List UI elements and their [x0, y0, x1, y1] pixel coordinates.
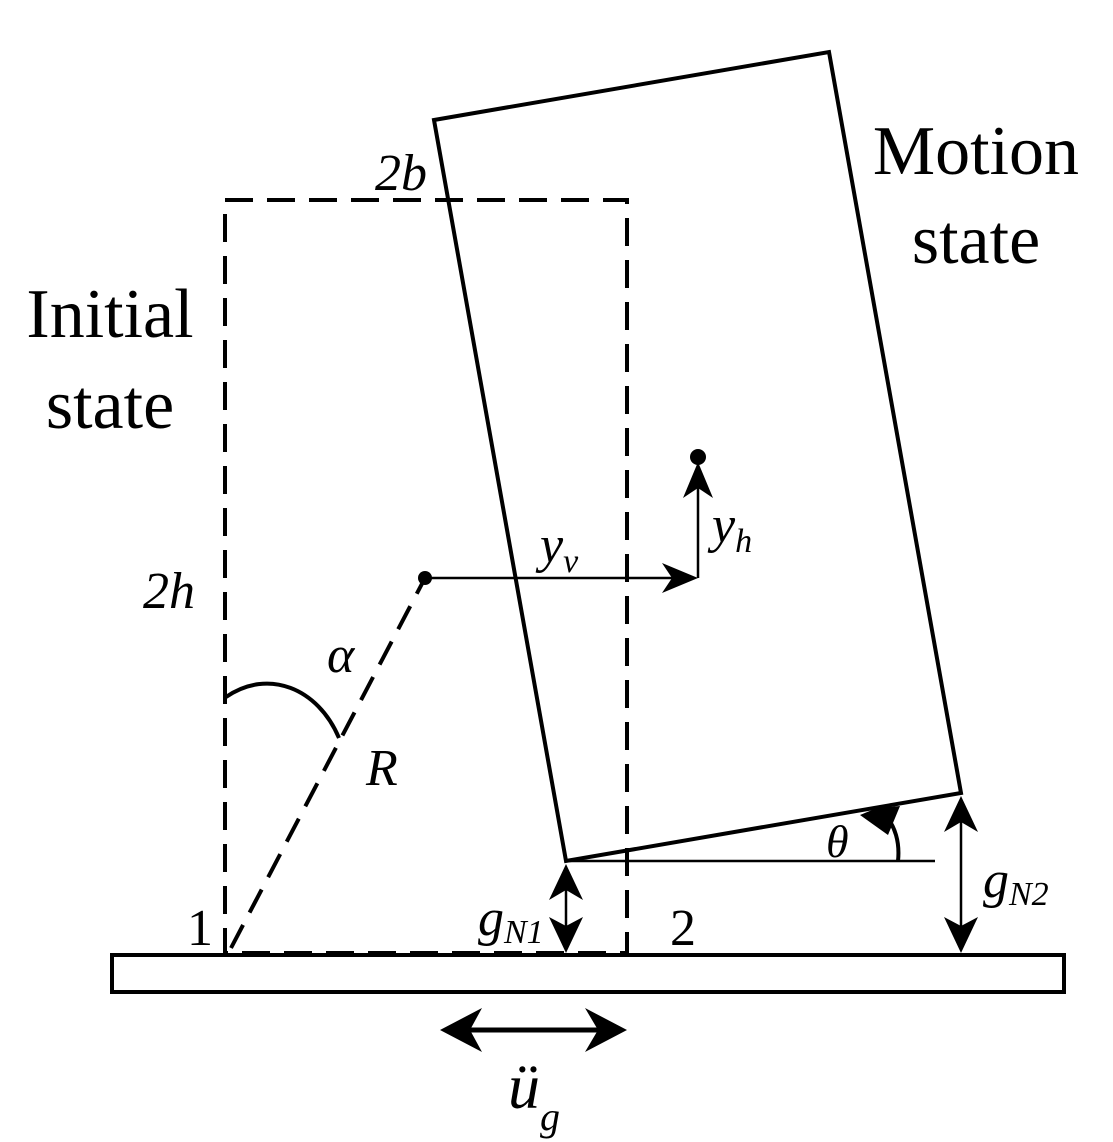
- moved-center-dot: [690, 449, 706, 465]
- width-label: 2b: [375, 145, 427, 202]
- ground-accel-label: üg: [508, 1051, 560, 1139]
- yh-label: yh: [707, 497, 752, 560]
- initial-state-block: [223, 198, 629, 955]
- yv-arrow-head: [662, 563, 698, 593]
- radius-label: R: [365, 740, 398, 797]
- yh-arrow-head: [683, 462, 713, 498]
- motion-state-label-line2: state: [912, 202, 1040, 279]
- gap1-arrow-head-bottom: [549, 917, 583, 953]
- ground-accel-arrow-head-left: [440, 1008, 482, 1052]
- motion-state-label-line1: Motion: [873, 113, 1079, 190]
- gap2-label: gN2: [983, 852, 1049, 913]
- alpha-label: α: [327, 627, 356, 684]
- gap1-label: gN1: [478, 890, 544, 951]
- gap1-arrow-head-top: [549, 864, 583, 900]
- ground-accel-arrow-head-right: [585, 1008, 627, 1052]
- ground-plate: [110, 953, 1066, 994]
- gap2-arrow-head-bottom: [944, 917, 978, 953]
- yv-label: yv: [535, 517, 579, 580]
- corner-1-label: 1: [187, 900, 213, 957]
- theta-label: θ: [826, 816, 849, 867]
- initial-state-label-line2: state: [46, 367, 174, 444]
- radius-line: [229, 577, 427, 949]
- theta-arrow-head: [860, 806, 900, 835]
- initial-state-label-line1: Initial: [26, 276, 193, 353]
- motion-state-block: [431, 49, 964, 864]
- gap2-arrow-head-top: [944, 796, 978, 832]
- corner-2-label: 2: [670, 900, 696, 957]
- alpha-arc: [224, 681, 341, 739]
- height-label: 2h: [143, 563, 195, 620]
